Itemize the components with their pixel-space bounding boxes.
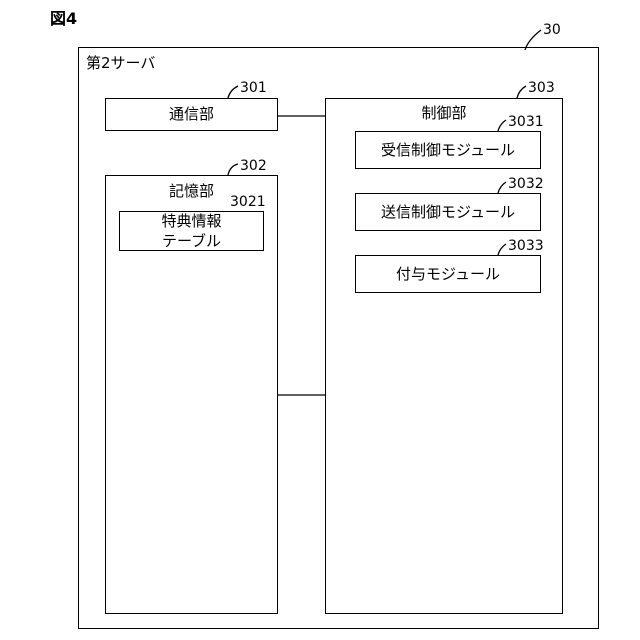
storage-unit-ref-leader	[228, 164, 238, 175]
control-unit-ref-leader	[517, 86, 526, 98]
receive-control-module-ref-leader	[498, 120, 506, 131]
send-control-module-ref-leader	[498, 182, 506, 193]
grant-module-ref-leader	[498, 244, 506, 255]
comm-unit-ref-leader	[228, 86, 238, 98]
server-ref-leader	[525, 30, 541, 50]
